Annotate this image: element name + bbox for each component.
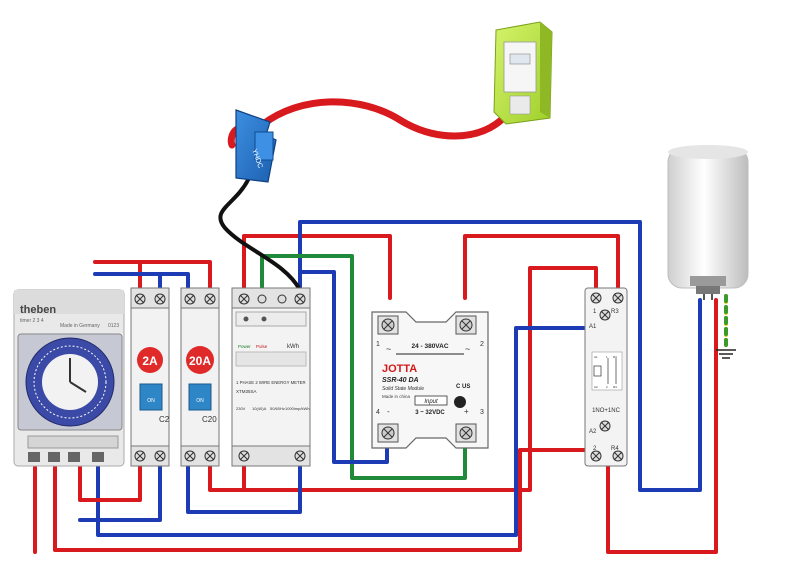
contactor-mini-r4: R4 (613, 385, 617, 389)
contactor-mini-a2: A2 (594, 385, 598, 389)
breaker-2a-marking: C2 (159, 415, 170, 424)
ssr-cert: C US (456, 384, 470, 390)
timer-module: theben timer 2 3 4 Made in Germany 0123 (13, 289, 125, 467)
timer-code: 0123 (108, 323, 119, 329)
breaker-20a-rating: 20A (189, 354, 211, 368)
wire-phase-meter-bottom (208, 456, 246, 492)
meter-kwh: kWh (287, 344, 299, 350)
ssr-dc-rating: 3 ~ 32VDC (415, 410, 445, 416)
contactor-t2: 2 (593, 446, 597, 452)
breaker-20a: 20A ON C20 (180, 287, 220, 467)
wire-phase-bottom-bus (242, 266, 598, 492)
ssr-t3: 3 (480, 409, 484, 416)
ssr-input: Input (424, 399, 438, 405)
wire-signal-green (260, 254, 467, 480)
water-heater (667, 145, 749, 300)
ssr-t1: 1 (376, 341, 380, 348)
energy-meter: Power Pulse kWh 1 PHASE 2 WIRE ENERGY ME… (231, 287, 311, 467)
wire-clamp-red (258, 98, 514, 140)
ssr-t2: 2 (480, 341, 484, 348)
contactor-a2: A2 (589, 429, 597, 435)
timer-sub: timer 2 3 4 (20, 318, 44, 324)
ssr-plus: + (464, 407, 469, 416)
ssr-t4: 4 (376, 409, 380, 416)
earth-symbol (716, 349, 736, 359)
wire-clamp-black (218, 178, 302, 292)
breaker-2a-lever-label: ON (147, 398, 155, 404)
contactor-type: 1NO+1NC (592, 408, 621, 414)
contactor-a1: A1 (589, 324, 597, 330)
meter-pulse: Pulse (256, 344, 268, 349)
solid-state-relay: 1 2 ~ ~ 24 - 380VAC JOTTA SSR-40 DA Soli… (371, 311, 489, 449)
linky-meter (493, 21, 553, 125)
wire-neutral-2a-bottom (78, 456, 162, 522)
contactor-mini-2: 2 (606, 385, 608, 389)
contactor-mini-r3: R3 (613, 355, 617, 359)
wire-neutral-top-bus (298, 220, 702, 492)
breaker-20a-lever[interactable] (188, 383, 212, 411)
current-clamp: YHDC (235, 109, 277, 183)
breaker-2a: 2A ON C2 (130, 287, 170, 467)
contactor-mini-1: 1 (606, 355, 608, 359)
contactor: 1 R3 A1 A1 1 R3 A2 2 R4 1NO+1NC A2 2 R4 (584, 287, 628, 467)
ssr-made: Made in china (382, 394, 411, 399)
meter-title: 1 PHASE 2 WIRE ENERGY METER (236, 380, 306, 385)
wire-phase-2a-bottom (78, 456, 142, 502)
wire-neutral-meter-ssr (298, 270, 389, 464)
ssr-led (454, 396, 466, 408)
ssr-model: SSR-40 DA (382, 377, 419, 384)
timer-brand: theben (20, 304, 56, 316)
meter-model: XTM35SA (236, 389, 257, 394)
ssr-minus: - (387, 407, 390, 416)
ssr-subtitle: Solid State Module (382, 386, 424, 392)
breaker-20a-marking: C20 (202, 415, 217, 424)
contactor-r3: R3 (611, 309, 619, 315)
wire-phase-meter-top (242, 234, 392, 300)
ssr-tilde-right: ~ (465, 344, 470, 354)
meter-spec-imp: 1000imp/kWh (285, 406, 309, 411)
ssr-ac-rating: 24 - 380VAC (411, 343, 448, 350)
wire-phase-supply (93, 260, 212, 292)
contactor-t1: 1 (593, 309, 597, 315)
ssr-brand: JOTTA (382, 363, 417, 375)
contactor-mini-a1: A1 (594, 355, 598, 359)
ssr-tilde-left: ~ (386, 344, 391, 354)
breaker-2a-rating: 2A (142, 354, 158, 368)
wire-phase-contactor-heater (606, 298, 718, 554)
contactor-r4: R4 (611, 446, 619, 452)
wire-phase-ssr-to-contactor (463, 234, 620, 300)
breaker-2a-lever[interactable] (139, 383, 163, 411)
wire-neutral-bottom-loop (186, 456, 302, 514)
meter-spec-frequency: 50/60Hz (270, 406, 285, 411)
meter-spec-current: 10(40)A (252, 406, 267, 411)
timer-made: Made in Germany (60, 323, 100, 329)
meter-power: Power (238, 344, 251, 349)
timer-terminals (28, 452, 104, 462)
meter-spec-voltage: 230V (236, 406, 246, 411)
breaker-20a-lever-label: ON (196, 398, 204, 404)
wire-neutral-supply (93, 272, 190, 292)
